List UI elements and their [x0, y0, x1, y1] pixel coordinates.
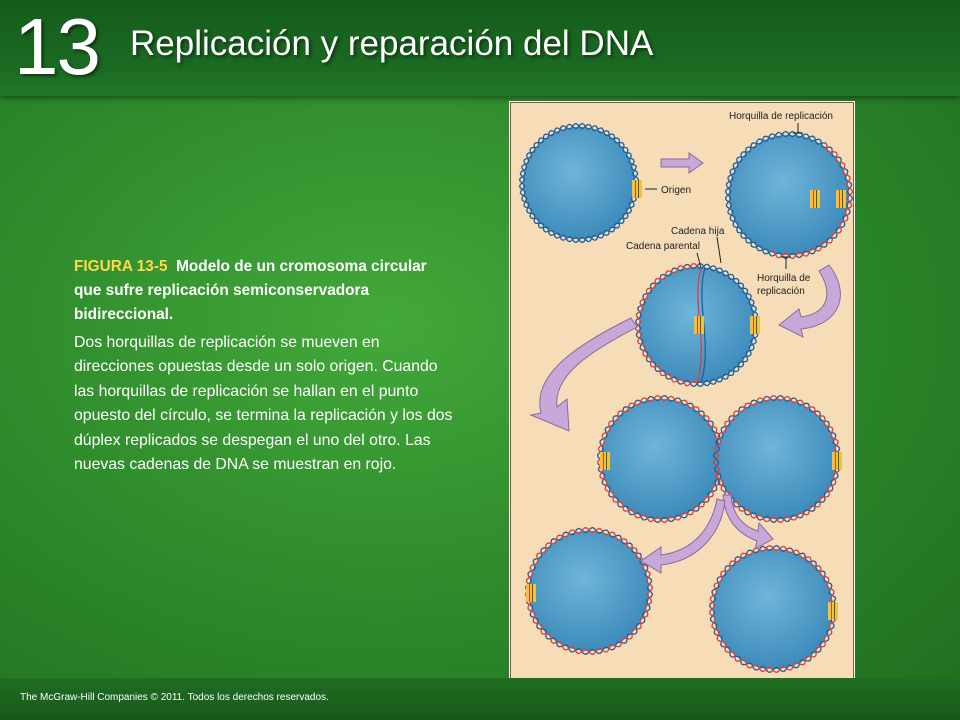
process-arrow-1: [660, 152, 704, 174]
chapter-number: 13: [14, 2, 101, 91]
parental-strand-label: Cadena parental: [626, 241, 700, 252]
slide-footer: [0, 678, 960, 720]
process-arrow-3: [529, 317, 638, 432]
process-arrow-2: [778, 264, 841, 338]
figure-description: Dos horquillas de replicación se mueven …: [74, 334, 453, 474]
process-arrow-5: [640, 498, 726, 574]
copyright-notice: The McGraw-Hill Companies © 2011. Todos …: [20, 692, 329, 703]
figure-label: FIGURA 13-5: [74, 258, 168, 275]
process-arrow-4: [722, 494, 774, 550]
daughter-chromosome-right: [708, 544, 838, 674]
daughter-chromosome-left: [524, 526, 654, 656]
chapter-title: Replicación y reparación del DNA: [130, 24, 654, 63]
chromosome-start: [518, 122, 642, 244]
slide-header: 13 Replicación y reparación del DNA: [0, 0, 960, 96]
diagram-canvas: Horquilla de replicación Origen Cadena h…: [518, 111, 853, 674]
chromosome-theta: [634, 262, 760, 388]
figure-title: Modelo de un cromosoma circular que sufr…: [74, 258, 427, 323]
fork-label-bottom-2: replicación: [757, 286, 805, 297]
chromosome-replicated-left: [596, 394, 726, 524]
figure-heading: FIGURA 13-5 Modelo de un cromosoma circu…: [74, 255, 454, 327]
origin-label: Origen: [661, 185, 691, 196]
fork-label-bottom-1: Horquilla de: [757, 273, 811, 284]
daughter-strand-label: Cadena hija: [671, 226, 725, 237]
chromosome-fork-initiated: [724, 130, 853, 260]
chromosome-replicated-right: [712, 394, 842, 524]
replication-diagram: Horquilla de replicación Origen Cadena h…: [510, 102, 854, 679]
figure-caption: FIGURA 13-5 Modelo de un cromosoma circu…: [74, 255, 454, 477]
fork-label-top: Horquilla de replicación: [729, 111, 833, 122]
